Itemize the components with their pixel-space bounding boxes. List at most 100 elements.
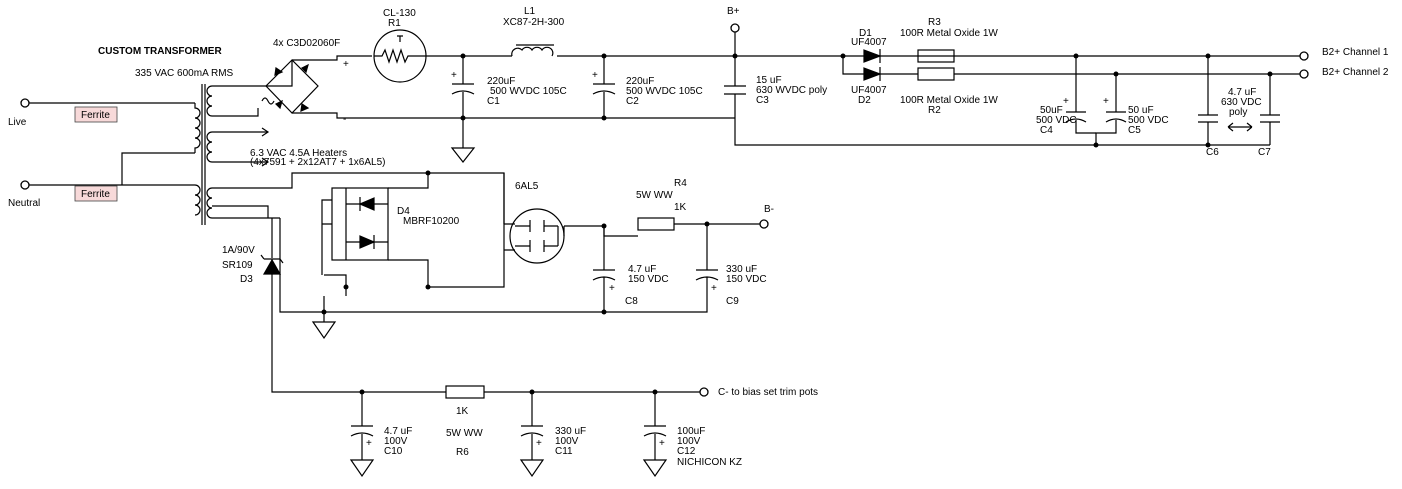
c4-polarity: + bbox=[1063, 96, 1069, 107]
c12-ref: C12 bbox=[677, 446, 696, 457]
d3-part: SR109 bbox=[222, 260, 253, 271]
transformer-rating: 335 VAC 600mA RMS bbox=[135, 68, 234, 79]
r1-ref: R1 bbox=[388, 18, 401, 29]
d1-part: UF4007 bbox=[851, 37, 887, 48]
r2-ref: R2 bbox=[928, 105, 941, 116]
c9-ref: C9 bbox=[726, 296, 739, 307]
r3-resistor bbox=[917, 49, 955, 63]
live-terminal bbox=[20, 98, 30, 108]
c6c7-value: 4.7 uF bbox=[1228, 87, 1256, 98]
c-minus-terminal bbox=[699, 387, 709, 397]
d2-part: UF4007 bbox=[851, 85, 887, 96]
c2-polarity: + bbox=[592, 70, 598, 81]
d3-ref: D3 bbox=[240, 274, 253, 285]
d3-rating: 1A/90V bbox=[222, 245, 255, 256]
c5-polarity: + bbox=[1103, 96, 1109, 107]
c11-value: 330 uF bbox=[555, 426, 586, 437]
c6c7-rating: 630 VDC bbox=[1221, 97, 1262, 108]
c6c7-type: poly bbox=[1229, 107, 1247, 118]
r4-resistor bbox=[637, 217, 675, 231]
r2-desc: 100R Metal Oxide 1W bbox=[900, 95, 998, 106]
r6-ref: R6 bbox=[456, 447, 469, 458]
r3-ref: R3 bbox=[928, 17, 941, 28]
bridge-rectifier: 4x C3D02060F + - bbox=[261, 38, 735, 125]
c12-value: 100uF bbox=[677, 426, 705, 437]
c4-value: 50uF bbox=[1040, 105, 1063, 116]
tube-6al5 bbox=[509, 208, 565, 264]
c7-ref: C7 bbox=[1258, 147, 1271, 158]
b-minus-label: B- bbox=[764, 204, 774, 215]
c12-polarity: + bbox=[659, 438, 665, 449]
ch2-label: B2+ Channel 2 bbox=[1322, 67, 1389, 78]
c9-value: 330 uF bbox=[726, 264, 757, 275]
c10-rating: 100V bbox=[384, 436, 408, 447]
r2-resistor bbox=[917, 67, 955, 81]
b-plus-rail: CL-130 R1 L1 XC87-2H-300 B+ bbox=[373, 6, 1300, 83]
transformer-title: CUSTOM TRANSFORMER bbox=[98, 46, 222, 57]
c2-ref: C2 bbox=[626, 96, 639, 107]
r4-ref: R4 bbox=[674, 178, 687, 189]
ferrite-neutral bbox=[74, 185, 118, 202]
heaters-line1: 6.3 VAC 4.5A Heaters bbox=[250, 148, 347, 159]
c8-rating: 150 VDC bbox=[628, 274, 669, 285]
c11-polarity: + bbox=[536, 438, 542, 449]
d4-ref: D4 bbox=[397, 206, 410, 217]
c4-ref: C4 bbox=[1040, 125, 1053, 136]
c1-value: 220uF bbox=[487, 76, 515, 87]
bridge-plus: + bbox=[343, 59, 349, 70]
c9-polarity: + bbox=[711, 283, 717, 294]
transformer: CUSTOM TRANSFORMER 335 VAC 600mA RMS 6.3… bbox=[98, 46, 505, 288]
live-label: Live bbox=[8, 117, 27, 128]
r1-part: CL-130 bbox=[383, 8, 416, 19]
d4-part: MBRF10200 bbox=[403, 216, 460, 227]
bridge-label: 4x C3D02060F bbox=[273, 38, 340, 49]
b-plus-label: B+ bbox=[727, 6, 740, 17]
c8-ref: C8 bbox=[625, 296, 638, 307]
d1-ref: D1 bbox=[859, 28, 872, 39]
r6-resistor bbox=[445, 385, 485, 399]
ferrite-neutral-label: Ferrite bbox=[81, 189, 110, 200]
ferrite-live-label: Ferrite bbox=[81, 110, 110, 121]
c3-ref: C3 bbox=[756, 95, 769, 106]
c10-polarity: + bbox=[366, 438, 372, 449]
ch1-label: B2+ Channel 1 bbox=[1322, 47, 1389, 58]
c2-rating: 500 WVDC 105C bbox=[626, 86, 703, 97]
c1-polarity: + bbox=[451, 70, 457, 81]
ch1-terminal bbox=[1299, 51, 1309, 61]
heaters-line2: (4x7591 + 2x12AT7 + 1x6AL5) bbox=[250, 157, 385, 168]
output-caps: + + 50uF 500 VDC C4 50 uF 500 VDC C5 4.7… bbox=[1036, 53, 1280, 158]
b2-outputs: D1 UF4007 UF4007 D2 R3 100R Metal Oxide … bbox=[840, 17, 1389, 116]
mains-input: Ferrite Ferrite Live Neutral bbox=[8, 98, 195, 209]
c5-value: 50 uF bbox=[1128, 105, 1154, 116]
ferrite-live bbox=[74, 106, 118, 123]
b-minus-terminal bbox=[759, 219, 769, 229]
c3-rating: 630 WVDC poly bbox=[756, 85, 827, 96]
c8-value: 4.7 uF bbox=[628, 264, 656, 275]
neutral-terminal bbox=[20, 180, 30, 190]
c4-rating: 500 VDC bbox=[1036, 115, 1077, 126]
c2-value: 220uF bbox=[626, 76, 654, 87]
c1-ref: C1 bbox=[487, 96, 500, 107]
filter-caps: + + 220uF 500 WVDC 105C C1 220uF 500 WVD… bbox=[450, 53, 1270, 163]
c5-ref: C5 bbox=[1128, 125, 1141, 136]
l1-ref: L1 bbox=[524, 6, 536, 17]
c11-rating: 100V bbox=[555, 436, 579, 447]
c1-rating: 500 WVDC 105C bbox=[490, 86, 567, 97]
tube-label: 6AL5 bbox=[515, 181, 539, 192]
c10-ref: C10 bbox=[384, 446, 403, 457]
c12-brand: NICHICON KZ bbox=[677, 457, 742, 468]
r4-value: 1K bbox=[674, 202, 687, 213]
c12-rating: 100V bbox=[677, 436, 701, 447]
c11-ref: C11 bbox=[555, 446, 573, 457]
bridge-minus: - bbox=[343, 114, 346, 125]
c3-value: 15 uF bbox=[756, 75, 782, 86]
r3-desc: 100R Metal Oxide 1W bbox=[900, 28, 998, 39]
c8-polarity: + bbox=[609, 283, 615, 294]
c9-rating: 150 VDC bbox=[726, 274, 767, 285]
ch2-terminal bbox=[1299, 69, 1309, 79]
b-minus-supply: + + D4 MBRF10200 6AL5 R4 5W WW 1K B- 4.7… bbox=[267, 170, 774, 340]
c6-ref: C6 bbox=[1206, 147, 1219, 158]
c-minus-label: C- to bias set trim pots bbox=[718, 387, 818, 398]
r6-value: 1K bbox=[456, 406, 469, 417]
